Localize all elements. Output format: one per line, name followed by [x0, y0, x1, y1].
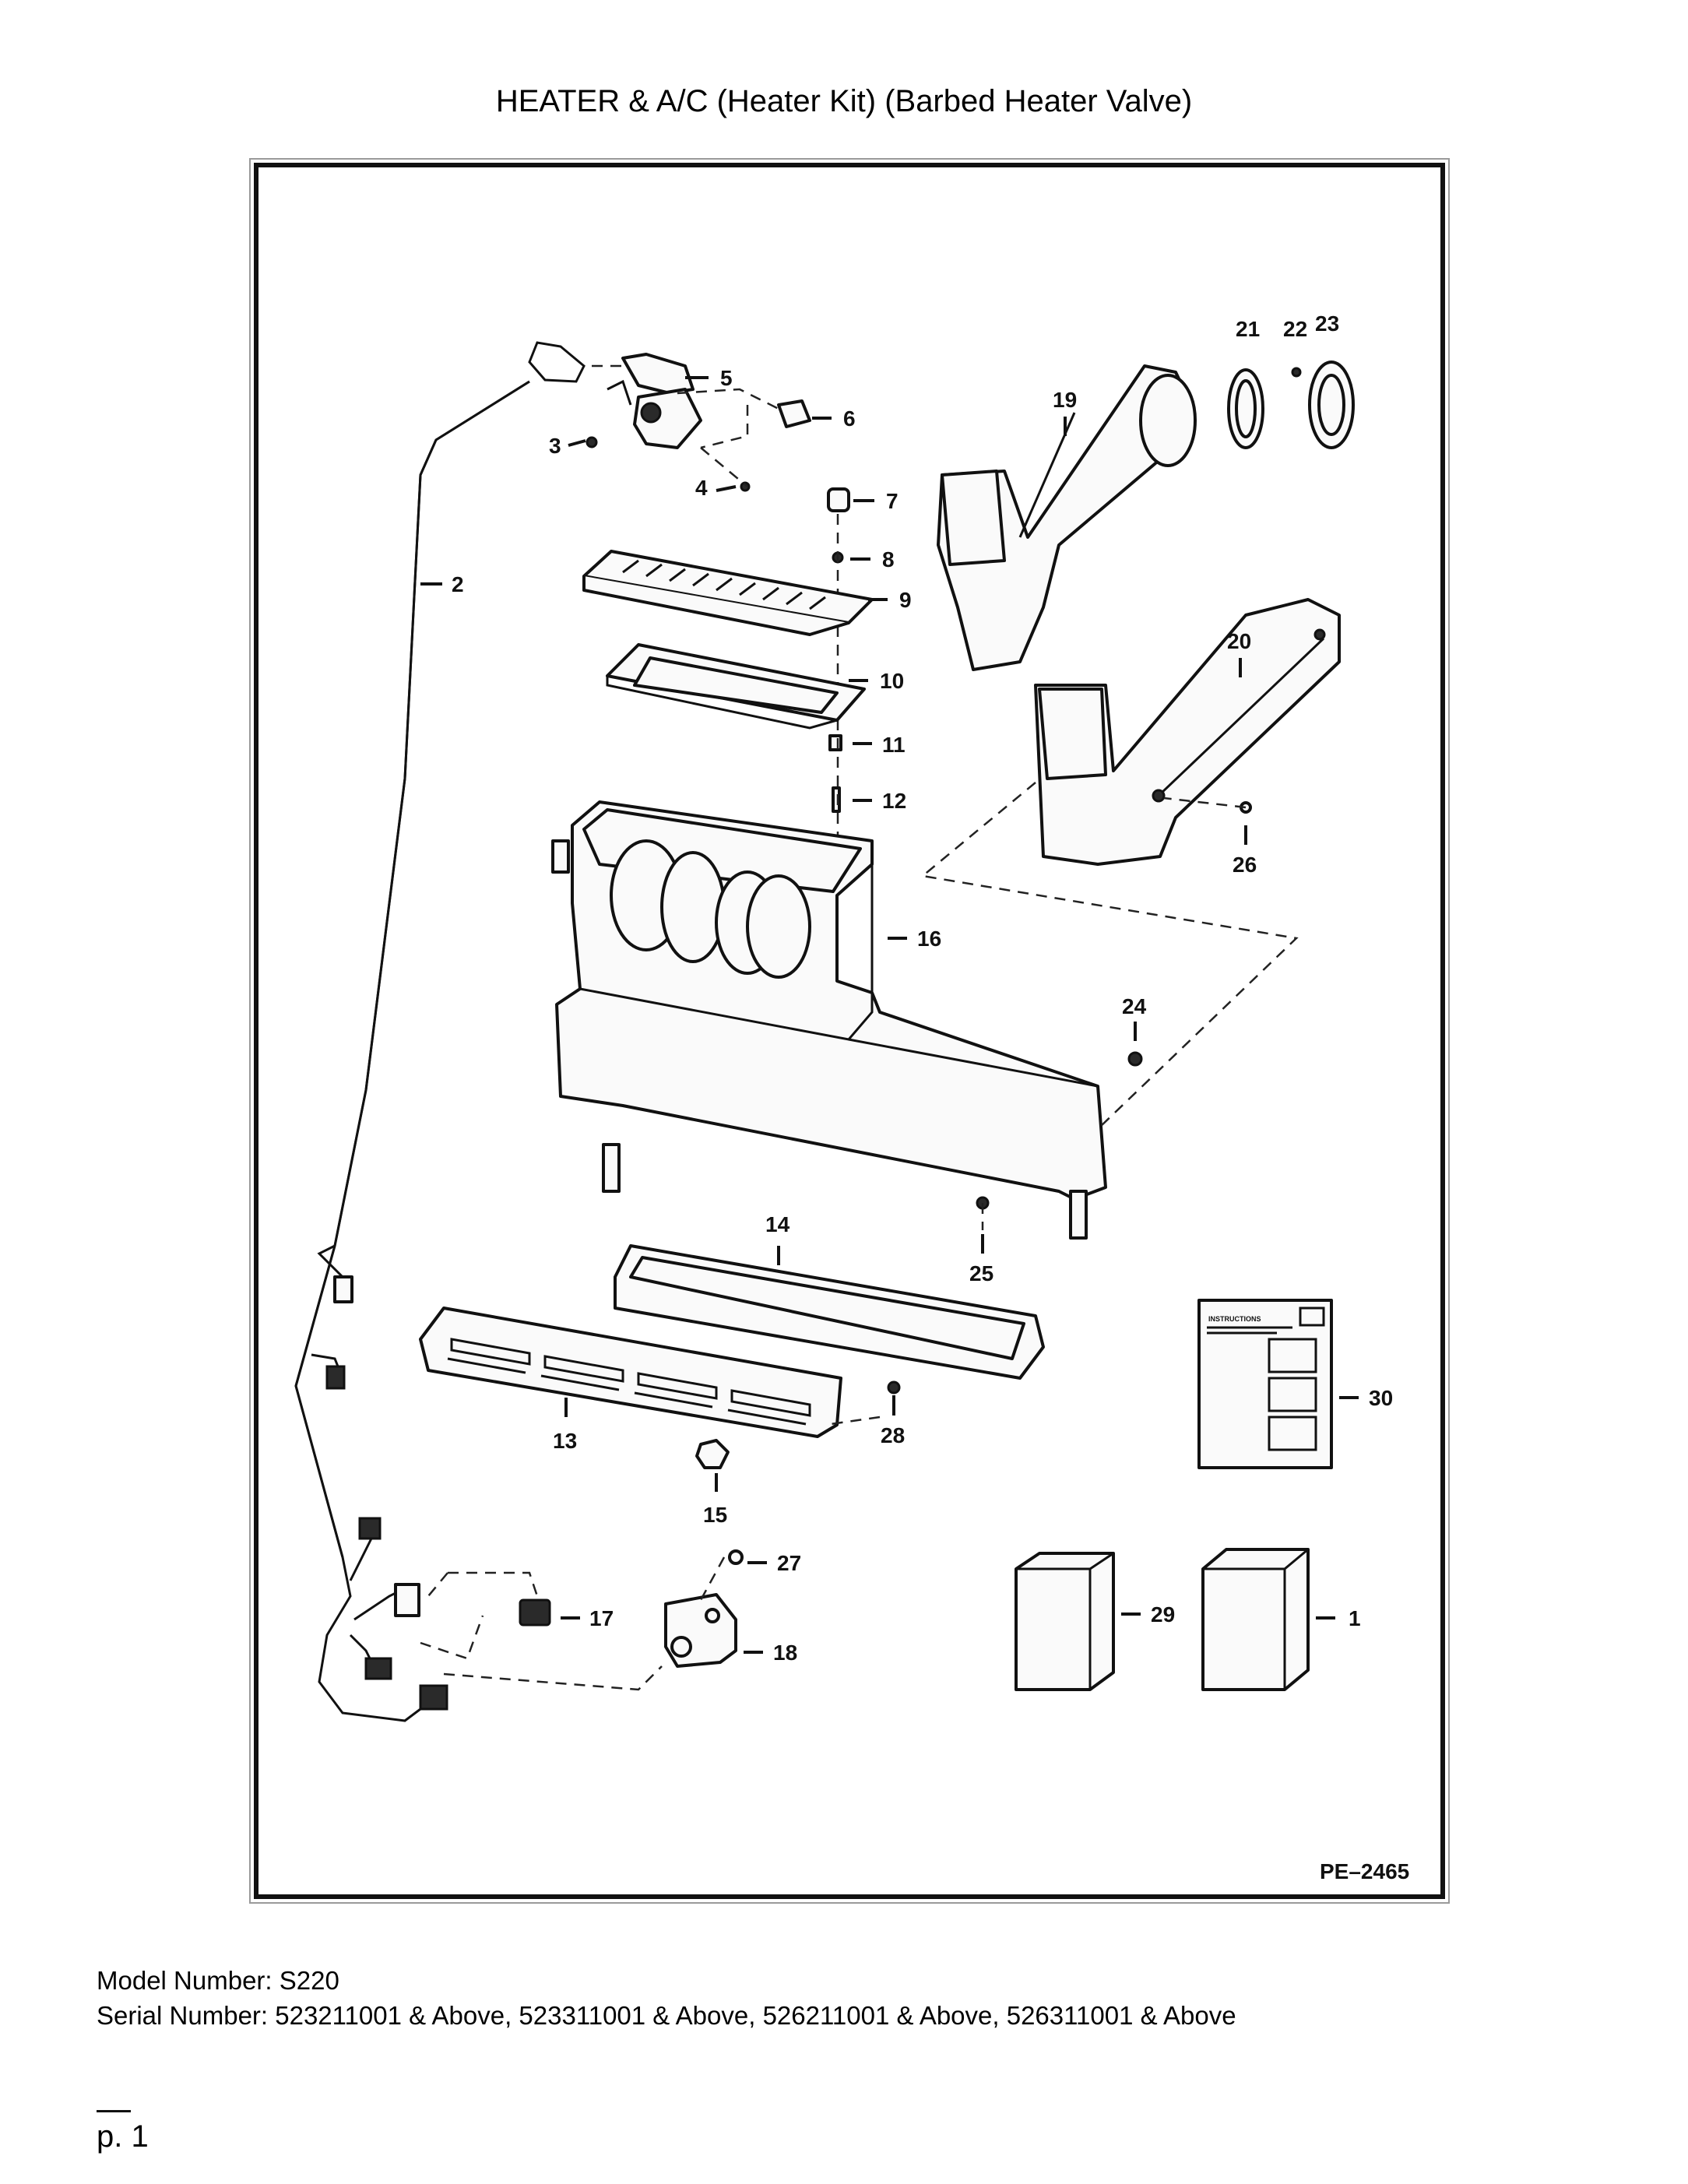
callout-25: 25 [969, 1261, 993, 1285]
callout-18: 18 [773, 1641, 797, 1665]
callout-13: 13 [553, 1429, 577, 1453]
box-part-1 [1201, 1548, 1310, 1691]
callout-5: 5 [720, 366, 733, 390]
callout-20: 20 [1227, 629, 1251, 653]
callout-19: 19 [1053, 388, 1077, 412]
filter-part-10 [606, 643, 866, 730]
callout-27: 27 [777, 1551, 801, 1575]
callout-8: 8 [882, 547, 895, 571]
model-number: Model Number: S220 [97, 1966, 339, 1995]
wiring-harness-part-2 [294, 341, 586, 1722]
page-title: HEATER & A/C (Heater Kit) (Barbed Heater… [495, 84, 1193, 118]
fastener-stack [827, 487, 850, 864]
page-rule [97, 2110, 131, 2112]
callout-labels: 1 2 3 4 5 6 7 8 9 10 11 12 13 14 15 16 1… [452, 311, 1393, 1665]
diagram-frame [254, 163, 1445, 1899]
louver-grille-part-9 [582, 550, 874, 636]
callout-7: 7 [886, 489, 899, 513]
box-part-29 [1015, 1552, 1115, 1691]
callout-30: 30 [1369, 1386, 1393, 1410]
heater-valve-part-18 [443, 1556, 737, 1691]
diagram-frame-outer [249, 158, 1450, 1904]
leader-lines [420, 376, 1359, 1654]
callout-12: 12 [882, 789, 906, 813]
callout-26: 26 [1233, 853, 1257, 877]
fastener-part-24 [1127, 1051, 1143, 1067]
diagram-reference-code: PE–2465 [1320, 1859, 1409, 1883]
callout-1: 1 [1349, 1606, 1361, 1630]
callout-15: 15 [703, 1503, 727, 1527]
callout-9: 9 [899, 588, 912, 612]
duct-part-19 [937, 364, 1197, 671]
knob-part-15 [695, 1439, 730, 1469]
callout-4: 4 [695, 476, 708, 500]
callout-24: 24 [1122, 994, 1147, 1018]
switch-bracket-assembly [586, 353, 811, 492]
blower-housing-part-16 [551, 800, 1107, 1240]
callout-16: 16 [917, 927, 941, 951]
callout-10: 10 [880, 669, 904, 693]
callout-23: 23 [1315, 311, 1339, 336]
callout-28: 28 [881, 1423, 905, 1447]
callout-29: 29 [1151, 1602, 1175, 1627]
serial-number: Serial Number: 523211001 & Above, 523311… [97, 2001, 1236, 2030]
rings-parts-21-23 [1227, 360, 1355, 449]
page-number: p. 1 [97, 2119, 149, 2154]
instructions-sheet-part-30: INSTRUCTIONS [1197, 1299, 1333, 1469]
callout-11: 11 [882, 733, 906, 757]
filter-panel-part-14 [614, 1244, 1045, 1380]
fastener-part-27 [728, 1549, 744, 1565]
callout-22: 22 [1283, 317, 1307, 341]
instructions-label: INSTRUCTIONS [1208, 1315, 1261, 1323]
assembly-lines [825, 782, 1299, 1426]
callout-2: 2 [452, 572, 464, 596]
callout-6: 6 [843, 406, 856, 431]
duct-part-20 [1034, 598, 1341, 866]
fastener-part-28 [887, 1380, 901, 1394]
callout-21: 21 [1236, 317, 1260, 341]
relay-part-17 [420, 1571, 551, 1660]
callout-17: 17 [589, 1606, 614, 1630]
callout-14: 14 [765, 1212, 790, 1236]
louvered-grille-part-13 [419, 1307, 842, 1438]
callout-3: 3 [549, 434, 561, 458]
